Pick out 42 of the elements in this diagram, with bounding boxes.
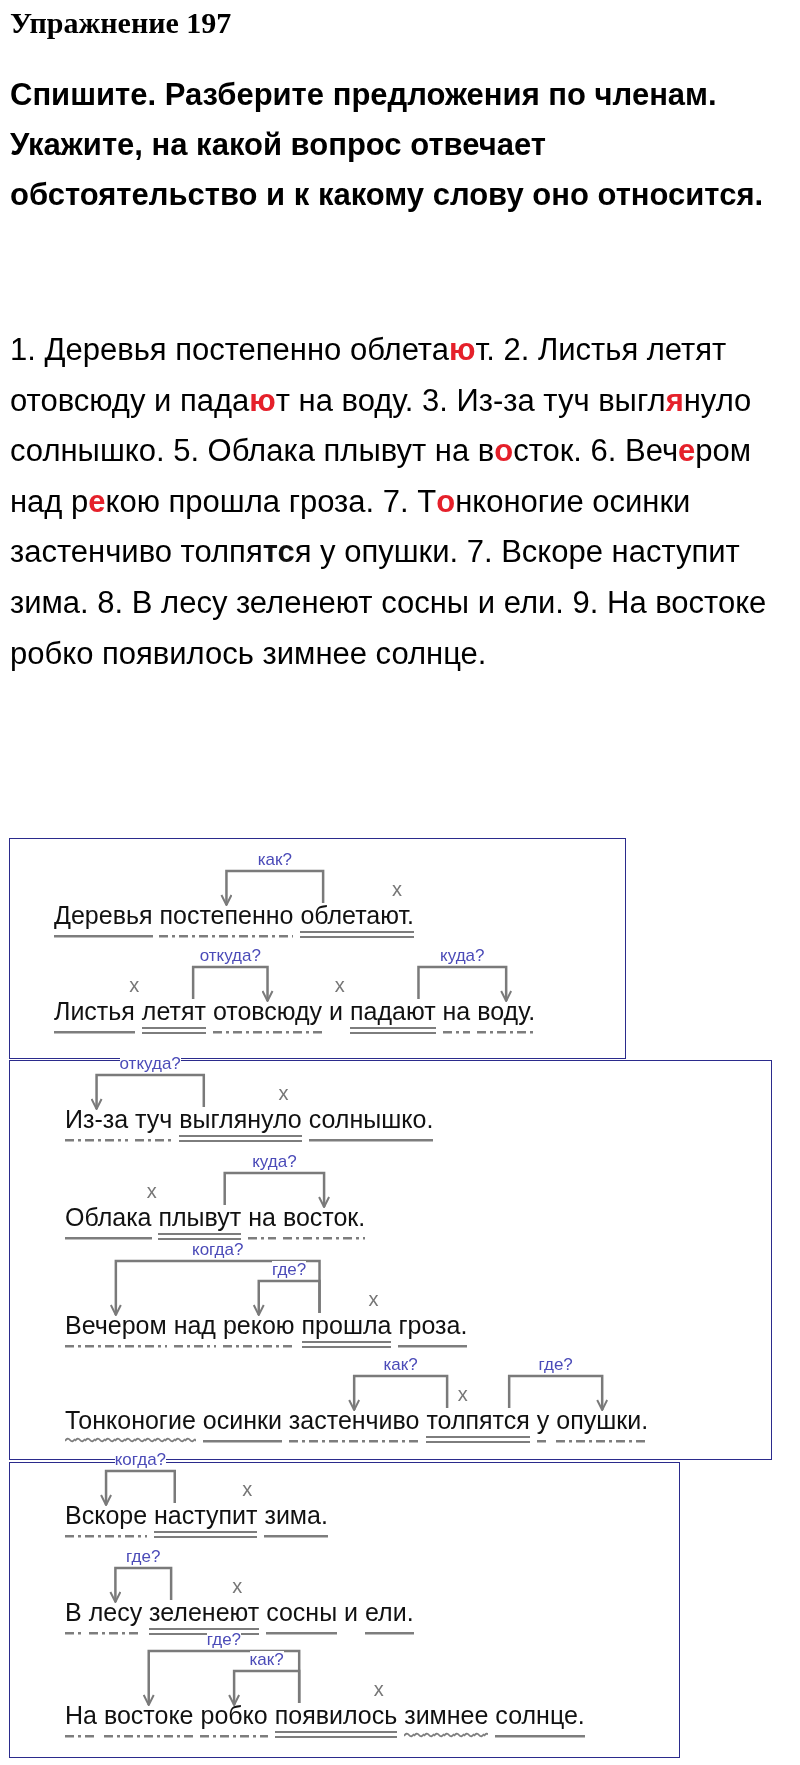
- base-mark: x: [457, 1384, 468, 1404]
- question-arrow: [191, 965, 274, 1002]
- base-mark: x: [373, 1679, 384, 1699]
- question-label: как?: [249, 1651, 284, 1668]
- base-mark: x: [392, 879, 402, 899]
- question-label: где?: [538, 1356, 573, 1373]
- base-mark: x: [368, 1289, 379, 1309]
- base-mark: x: [334, 975, 345, 995]
- question-arrow: [109, 1566, 173, 1603]
- question-label: куда?: [440, 947, 485, 964]
- question-arrow: [142, 1649, 301, 1706]
- question-arrow: [100, 1469, 176, 1506]
- question-label: когда?: [192, 1241, 244, 1258]
- base-mark: x: [242, 1479, 253, 1499]
- word: и: [329, 997, 344, 1034]
- question-arrow: [507, 1374, 609, 1411]
- instruction-text: Спишите. Разберите предложения по членам. Укажите, на какой вопрос отвечает обстоятельство и к какому слову оно относится.: [10, 76, 765, 214]
- base-mark: x: [129, 975, 140, 995]
- question-label: как?: [257, 851, 292, 868]
- question-label: куда?: [252, 1153, 297, 1170]
- sentence-frame: [9, 838, 626, 1059]
- question-label: когда?: [114, 1451, 167, 1468]
- question-label: где?: [272, 1261, 307, 1278]
- base-mark: x: [232, 1576, 243, 1596]
- exercise-title: Упражнение 197: [10, 6, 232, 40]
- question-arrow: [220, 869, 325, 906]
- question-arrow: [348, 1374, 449, 1411]
- base-mark: x: [278, 1083, 289, 1103]
- question-arrow: [228, 1669, 301, 1706]
- question-arrow: [417, 965, 513, 1002]
- question-label: откуда?: [199, 947, 261, 964]
- base-mark: x: [146, 1181, 157, 1201]
- word: и: [344, 1598, 359, 1635]
- sentences-text: 1. Деревья постепенно облетают. 2. Листья летят отовсюду и падают на воду. 3. Из-за туч выглянуло солнышко. 5. Облака плывут на восток. 6. Вечером над рекою прошла гроза. 7. Тонконогие осинки застенчиво толпятся у опушки. 7. Вскоре наступит зима. 8. В лесу зеленеют сосны и ели. 9. На востоке робко появилось зимнее солнце.: [10, 331, 768, 673]
- question-label: как?: [383, 1356, 418, 1373]
- question-arrow: [109, 1259, 321, 1316]
- question-arrow: [252, 1279, 321, 1316]
- question-label: откуда?: [119, 1055, 181, 1072]
- question-arrow: [223, 1171, 331, 1208]
- question-label: где?: [126, 1548, 161, 1565]
- question-arrow: [90, 1073, 206, 1110]
- question-label: где?: [206, 1631, 242, 1648]
